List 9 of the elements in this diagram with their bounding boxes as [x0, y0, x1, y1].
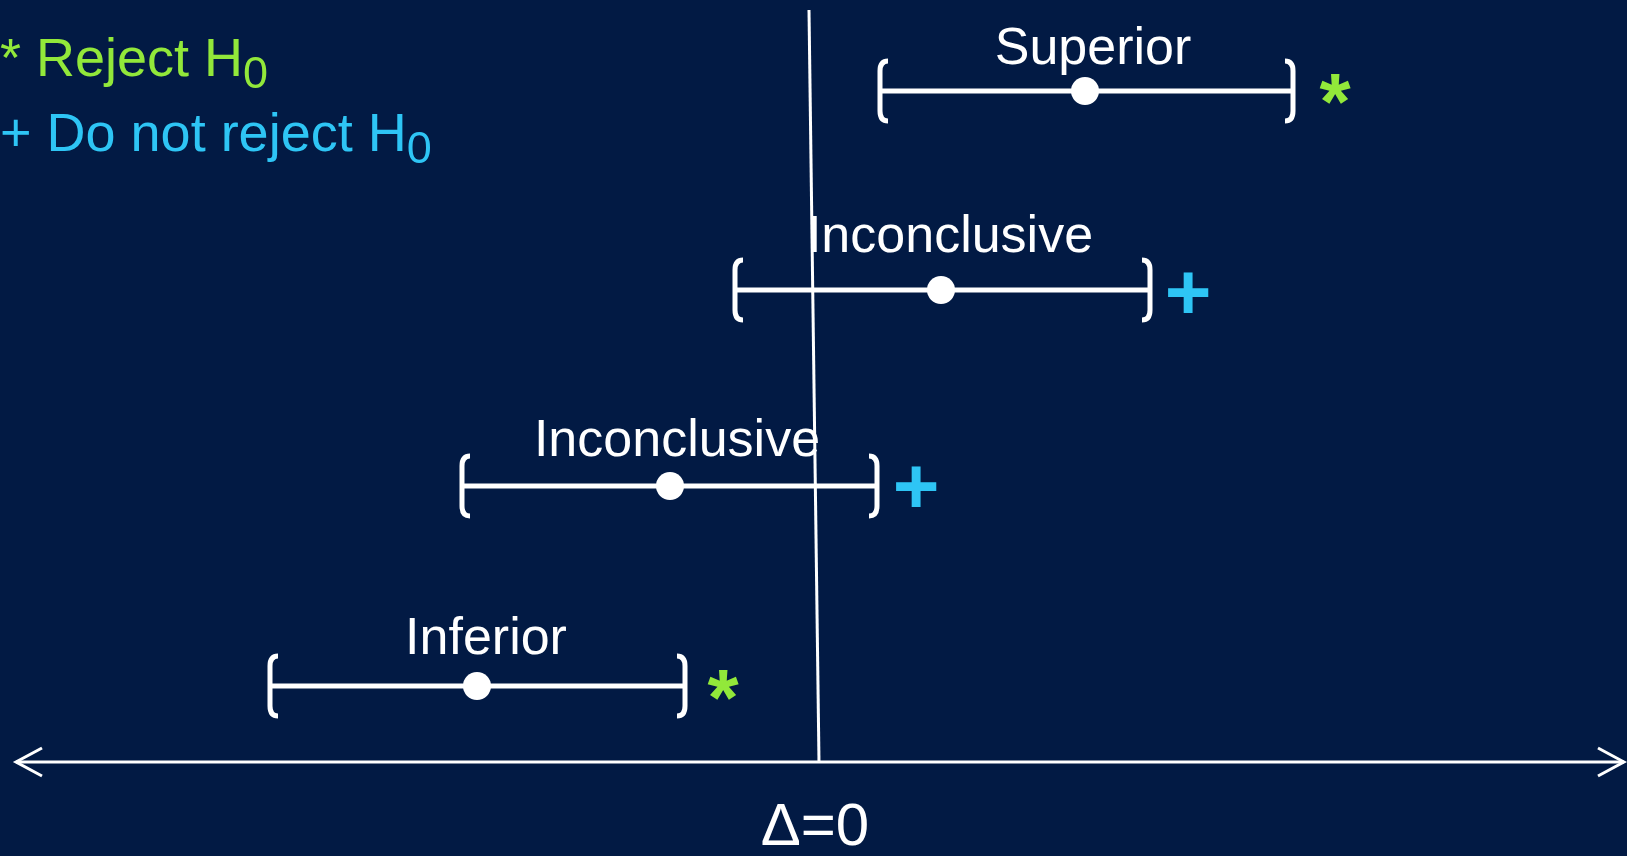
significance-mark: +: [1164, 252, 1212, 332]
significance-mark: *: [1319, 62, 1351, 142]
interval-label: Inconclusive: [806, 208, 1094, 260]
significance-mark: +: [892, 446, 940, 526]
interval-label: Inferior: [405, 610, 567, 662]
legend-entry: + Do not reject H$_{0}$: [0, 105, 432, 170]
significance-mark: *: [707, 658, 739, 738]
legend-entry: * Reject H$_{0}$: [0, 30, 269, 95]
axis-label: Δ=0: [760, 795, 870, 855]
